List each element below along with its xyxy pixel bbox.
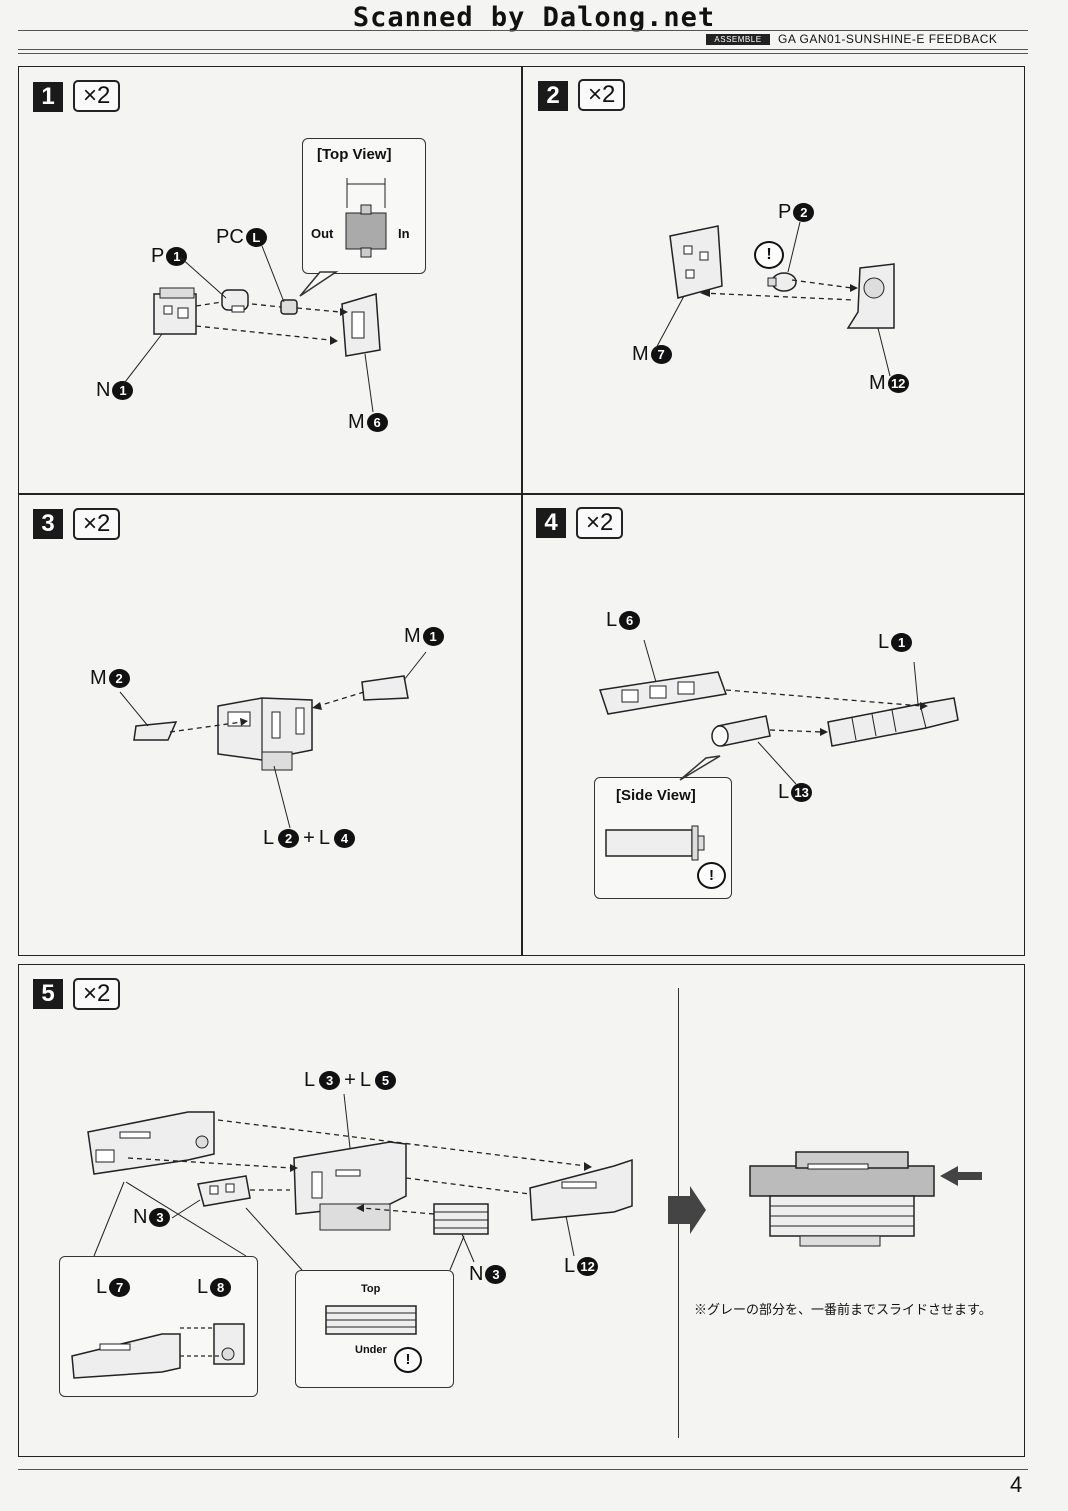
part-m1-drawing bbox=[361, 675, 409, 701]
inset-l7-l8-drawing bbox=[71, 1323, 245, 1379]
part-n3-left-drawing bbox=[197, 1175, 251, 1207]
result-assembly-drawing bbox=[749, 1151, 982, 1247]
part-pcl-drawing bbox=[280, 299, 298, 315]
slide-direction-arrow-icon bbox=[940, 1166, 982, 1186]
header-rule-bottom-2 bbox=[18, 53, 1028, 54]
part-m2-drawing bbox=[133, 721, 178, 741]
step-4-diagram bbox=[599, 639, 959, 861]
side-view-title: [Side View] bbox=[616, 787, 696, 804]
orientation-warning-icon: ! bbox=[394, 1347, 422, 1373]
section-tag: ASSEMBLE bbox=[706, 34, 770, 45]
step-4-multiplier: ×2 bbox=[576, 507, 624, 539]
result-arrow-icon bbox=[668, 1186, 706, 1234]
part-l2-l4-drawing bbox=[217, 697, 313, 771]
part-m6-drawing bbox=[341, 293, 381, 357]
step-5-frame bbox=[18, 964, 1025, 1457]
part-m7-drawing bbox=[669, 225, 723, 299]
inset-orientation-drawing bbox=[325, 1305, 417, 1335]
step-3-multiplier: ×2 bbox=[73, 508, 121, 540]
step-5-multiplier: ×2 bbox=[73, 978, 121, 1010]
slide-instruction-note: ※グレーの部分を、一番前までスライドさせます。 bbox=[694, 1302, 992, 1317]
top-view-part-drawing bbox=[345, 178, 387, 258]
manual-title: GA GAN01-SUNSHINE-E FEEDBACK bbox=[778, 32, 998, 46]
step-3-number: 3 bbox=[33, 509, 63, 539]
side-view-warning-icon: ! bbox=[697, 862, 726, 889]
step-4-number: 4 bbox=[536, 508, 566, 538]
step-2-warning-icon: ! bbox=[754, 241, 784, 269]
step-5-diagram bbox=[71, 1093, 982, 1379]
part-n1-drawing bbox=[153, 287, 197, 335]
part-l12-drawing bbox=[529, 1158, 633, 1221]
side-view-part-drawing bbox=[605, 825, 705, 861]
top-view-in-label: In bbox=[398, 226, 410, 241]
step-3-diagram bbox=[119, 651, 427, 829]
orientation-under-label: Under bbox=[355, 1344, 387, 1356]
top-view-title: [Top View] bbox=[317, 146, 392, 163]
step-2-diagram bbox=[653, 221, 895, 377]
part-l13-drawing bbox=[711, 715, 771, 747]
page-number: 4 bbox=[1010, 1472, 1023, 1497]
part-l1-drawing bbox=[827, 697, 959, 747]
step-1-diagram bbox=[121, 178, 387, 413]
part-l3-l5-body-drawing bbox=[293, 1141, 407, 1231]
panel-divider-horizontal bbox=[18, 493, 1025, 495]
step-1-number: 1 bbox=[33, 82, 63, 112]
part-n3-right-drawing bbox=[433, 1203, 489, 1235]
part-l6-drawing bbox=[599, 671, 728, 715]
step-2-multiplier: ×2 bbox=[578, 79, 626, 111]
step-2-number: 2 bbox=[538, 81, 568, 111]
top-view-out-label: Out bbox=[311, 226, 334, 241]
panel-divider-vertical bbox=[521, 66, 523, 956]
step-1-multiplier: ×2 bbox=[73, 80, 121, 112]
footer-rule bbox=[18, 1469, 1028, 1470]
part-p2-drawing bbox=[767, 272, 797, 292]
part-l3-left-drawing bbox=[87, 1111, 215, 1175]
orientation-top-label: Top bbox=[361, 1283, 381, 1295]
header-rule-bottom bbox=[18, 49, 1028, 50]
step-5-number: 5 bbox=[33, 979, 63, 1009]
part-p1-drawing bbox=[221, 289, 249, 313]
header-rule bbox=[18, 30, 1028, 31]
scanner-credit: Scanned by Dalong.net bbox=[352, 2, 716, 33]
part-m12-drawing bbox=[846, 263, 895, 329]
